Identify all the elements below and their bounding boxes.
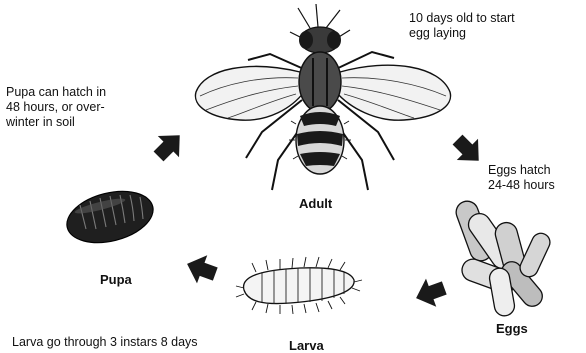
eggs-label: Eggs — [496, 321, 528, 336]
adult-label: Adult — [299, 196, 332, 211]
larva-label: Larva — [289, 338, 324, 353]
larva-note: Larva go through 3 instars 8 days — [12, 335, 198, 350]
pupa-label: Pupa — [100, 272, 132, 287]
pupa-note: Pupa can hatch in 48 hours, or over- win… — [6, 85, 106, 130]
adult-note: 10 days old to start egg laying — [409, 11, 515, 41]
eggs-note: Eggs hatch 24-48 hours — [488, 163, 555, 193]
